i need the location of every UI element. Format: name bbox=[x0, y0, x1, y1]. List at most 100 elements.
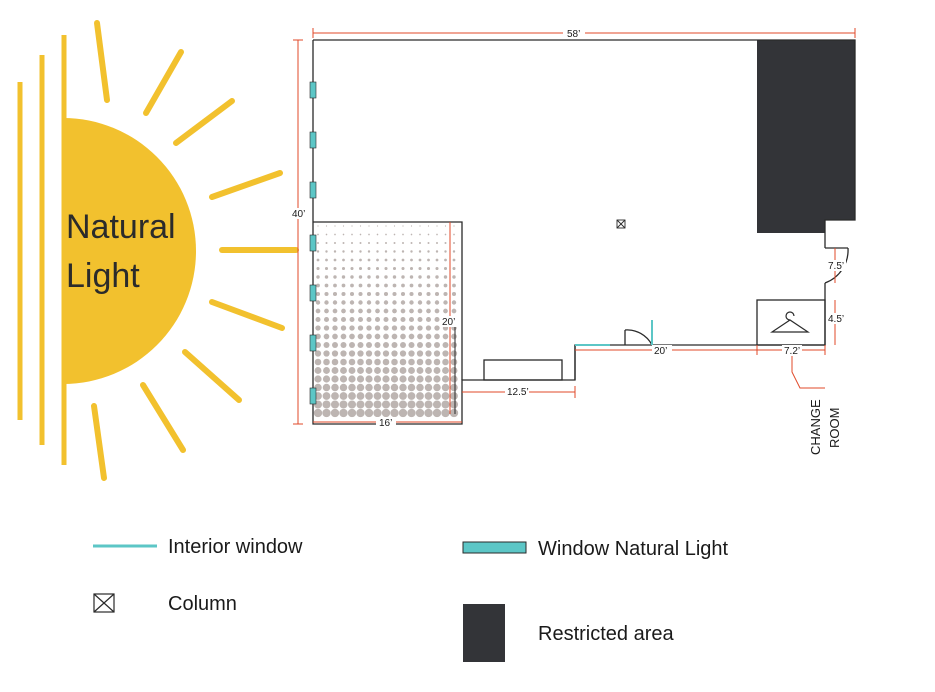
halftone-dot bbox=[376, 233, 379, 236]
sun-label-line2: Light bbox=[66, 257, 140, 295]
halftone-dot bbox=[399, 383, 407, 392]
halftone-dot bbox=[410, 225, 413, 227]
change-room bbox=[756, 299, 826, 346]
halftone-dot bbox=[366, 291, 372, 297]
natural-light-window bbox=[309, 387, 317, 405]
halftone-dot bbox=[365, 375, 373, 383]
halftone-dot bbox=[359, 241, 362, 245]
halftone-dot bbox=[443, 308, 448, 314]
halftone-dot bbox=[317, 225, 319, 227]
halftone-dot bbox=[332, 308, 338, 314]
halftone-dot bbox=[415, 408, 425, 418]
halftone-dot bbox=[373, 400, 382, 409]
halftone-dot bbox=[390, 392, 399, 400]
counter bbox=[483, 359, 563, 381]
halftone-dot bbox=[402, 233, 404, 236]
halftone-dot bbox=[409, 275, 414, 279]
halftone-dot bbox=[410, 258, 413, 262]
halftone-dot bbox=[450, 367, 458, 374]
halftone-dot bbox=[331, 358, 339, 366]
halftone-dot bbox=[368, 233, 370, 236]
halftone-dot bbox=[358, 275, 363, 279]
halftone-dot bbox=[444, 250, 447, 253]
halftone-dot bbox=[426, 266, 431, 271]
halftone-dot bbox=[393, 233, 396, 236]
halftone-dot bbox=[323, 333, 330, 340]
halftone-dot bbox=[434, 300, 440, 305]
halftone-dot bbox=[341, 283, 346, 288]
halftone-dot bbox=[358, 300, 363, 305]
halftone-dot bbox=[340, 325, 347, 331]
halftone-dot bbox=[342, 250, 345, 253]
halftone-dot bbox=[330, 408, 340, 418]
halftone-dot bbox=[357, 333, 364, 340]
halftone-dot bbox=[366, 308, 372, 314]
halftone-dot bbox=[376, 250, 379, 253]
halftone-dot bbox=[375, 291, 380, 297]
sun-graphic: Natural Light bbox=[17, 20, 299, 481]
halftone-dot bbox=[450, 350, 458, 357]
halftone-dot bbox=[427, 225, 430, 227]
halftone-dot bbox=[314, 350, 322, 357]
halftone-dot bbox=[385, 225, 387, 227]
halftone-dot bbox=[451, 300, 457, 305]
legend-restricted-area: Restricted area bbox=[538, 623, 674, 645]
halftone-dot bbox=[334, 225, 336, 227]
halftone-dot bbox=[316, 250, 320, 253]
halftone-dot bbox=[374, 325, 381, 331]
halftone-dot bbox=[425, 350, 432, 357]
halftone-dot bbox=[316, 258, 320, 262]
halftone-dot bbox=[315, 333, 321, 340]
halftone-dot bbox=[314, 358, 322, 366]
restricted-area-swatch bbox=[463, 604, 505, 662]
halftone-dot bbox=[341, 275, 346, 279]
halftone-dot bbox=[367, 275, 371, 279]
halftone-dot bbox=[398, 408, 408, 418]
halftone-dot bbox=[373, 375, 382, 383]
halftone-dot bbox=[410, 233, 413, 236]
halftone-dot bbox=[381, 400, 391, 409]
halftone-dot bbox=[359, 258, 362, 262]
halftone-dot bbox=[357, 367, 364, 374]
halftone-dot bbox=[442, 367, 449, 374]
halftone-dot bbox=[332, 291, 338, 297]
halftone-dot bbox=[442, 342, 449, 348]
halftone-dot bbox=[435, 258, 439, 262]
halftone-dot bbox=[356, 383, 365, 392]
halftone-dot bbox=[408, 350, 415, 357]
halftone-dot bbox=[374, 358, 381, 366]
halftone-dot bbox=[384, 241, 388, 245]
halftone-dot bbox=[349, 300, 355, 305]
natural-light-window bbox=[309, 181, 317, 199]
halftone-dot bbox=[427, 250, 430, 253]
halftone-dot bbox=[325, 250, 328, 253]
halftone-dot bbox=[408, 325, 415, 331]
halftone-dot bbox=[367, 283, 371, 288]
halftone-dot bbox=[450, 375, 458, 383]
halftone-dot bbox=[400, 333, 406, 340]
halftone-dot bbox=[416, 383, 424, 392]
halftone-dot bbox=[323, 325, 330, 331]
halftone-dot bbox=[366, 316, 372, 323]
halftone-dot bbox=[365, 350, 373, 357]
halftone-dot bbox=[340, 358, 347, 366]
halftone-dot bbox=[325, 233, 328, 236]
halftone-dot bbox=[434, 308, 440, 314]
halftone-dot bbox=[381, 408, 391, 418]
halftone-dot bbox=[366, 325, 372, 331]
halftone-dot bbox=[349, 325, 355, 331]
halftone-dot bbox=[323, 316, 330, 323]
halftone-dot bbox=[383, 308, 389, 314]
halftone-dot bbox=[331, 350, 339, 357]
halftone-dot bbox=[391, 358, 398, 366]
halftone-dot bbox=[416, 375, 424, 383]
halftone-dot bbox=[334, 233, 336, 236]
halftone-dot bbox=[409, 300, 414, 305]
halftone-dot bbox=[368, 225, 370, 227]
halftone-dot bbox=[417, 325, 423, 331]
halftone-dot bbox=[433, 350, 441, 357]
halftone-dot bbox=[383, 300, 389, 305]
halftone-dot bbox=[357, 350, 364, 357]
halftone-dot bbox=[427, 241, 430, 245]
halftone-dot bbox=[417, 333, 423, 340]
